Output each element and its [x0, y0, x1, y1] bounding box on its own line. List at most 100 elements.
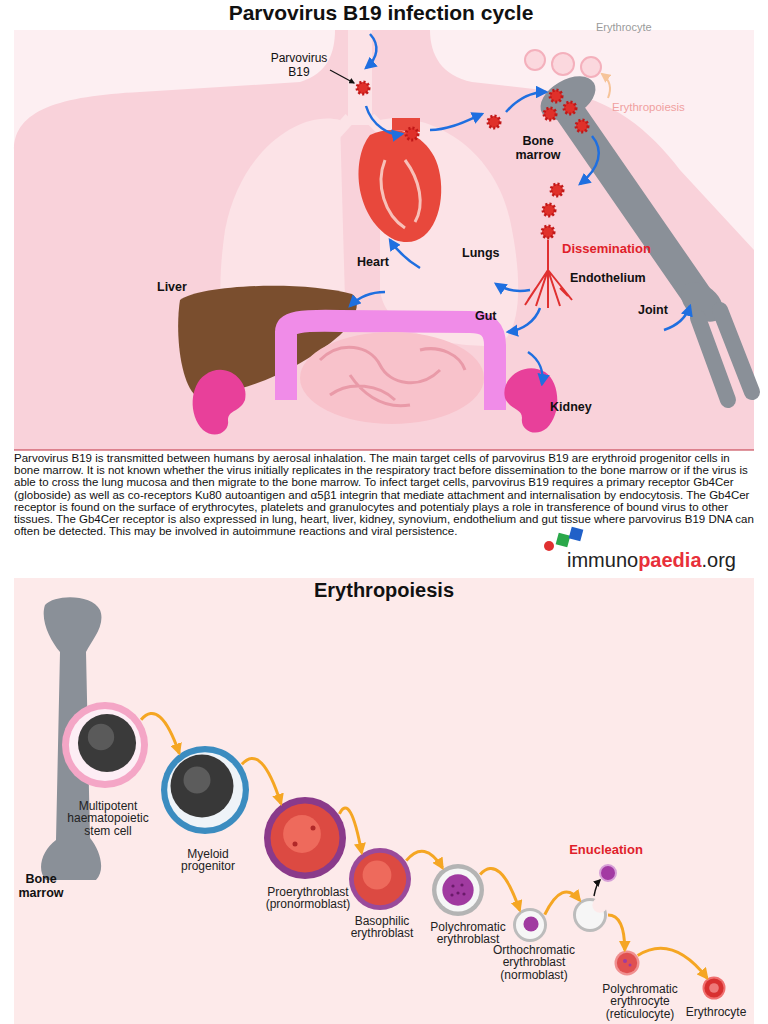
- cell-membrane: [703, 977, 726, 1000]
- cell-shape: [702, 976, 726, 1000]
- flow-arrows: [350, 34, 690, 384]
- cell-label: Myeloid progenitor: [172, 848, 244, 873]
- cell-node: Polychromatic erythrocyte (reticulocyte): [614, 950, 640, 976]
- forearm-bone: [720, 310, 752, 392]
- erythrocyte-shape: [525, 50, 545, 70]
- cell-nucleus: [283, 815, 321, 853]
- cell-cytoplasm: [436, 868, 479, 911]
- nucleus-highlight: [88, 724, 114, 750]
- cell-label: Enucleation: [561, 844, 651, 856]
- cell-node: Polychromatic erythroblast: [431, 863, 485, 917]
- cell-label: Proerythroblast (pronormoblast): [255, 886, 361, 911]
- intestine-loops: [320, 347, 465, 406]
- flow-arrow: [480, 868, 520, 910]
- cell-node: Erythrocyte: [702, 976, 726, 1000]
- chromatin-dot: [451, 884, 454, 887]
- cell-shape: [61, 701, 149, 789]
- chromatin-dot: [460, 883, 463, 886]
- part-label: Erythropoiesis: [612, 101, 702, 114]
- chromatin-dot: [450, 893, 453, 896]
- enucleation-notch: [592, 898, 607, 913]
- part-label: Gut: [475, 309, 515, 323]
- erythrocyte-shape: [552, 53, 574, 75]
- cell-center: [709, 983, 719, 993]
- reticulum-dot: [629, 964, 632, 967]
- cell-membrane: [432, 864, 484, 916]
- heart-detail: [381, 160, 420, 228]
- flow-arrow: [242, 758, 281, 803]
- watermark-text: .org: [702, 549, 736, 571]
- chromatin-dot: [462, 892, 465, 895]
- cell-cytoplasm: [271, 804, 340, 873]
- part-label: Heart: [357, 255, 417, 269]
- flow-arrow: [406, 851, 442, 868]
- body-silhouette: [14, 30, 754, 450]
- expelled-nucleus: [600, 865, 616, 881]
- marrow-bone: [41, 597, 101, 880]
- left-kidney: [193, 370, 246, 435]
- cell-node: Proerythroblast (pronormoblast): [263, 796, 347, 880]
- flow-arrow: [638, 948, 707, 978]
- watermark-text: paedia: [638, 549, 701, 571]
- chromatin-dot: [456, 891, 459, 894]
- caption-text: Parvovirus B19 is transmitted between hu…: [14, 452, 756, 537]
- arm-bone: [565, 105, 700, 300]
- stage-band: ErythropoiesisMultipotent haematopoietic…: [14, 578, 754, 1024]
- cell-cytoplasm: [516, 911, 544, 939]
- cell-shape: [160, 745, 250, 835]
- part-label: Parvovirus B19: [264, 52, 334, 80]
- erythropoiesis-arrow: [602, 74, 610, 98]
- cell-nucleus: [523, 916, 538, 931]
- cell-label: Polychromatic erythroblast: [422, 921, 514, 946]
- logo-mark: [544, 527, 583, 551]
- cell-shape: [348, 847, 412, 911]
- cell-membrane: [161, 746, 249, 834]
- bone-head: [533, 67, 603, 128]
- band-heading: Erythropoiesis: [14, 579, 754, 602]
- reticulum-dot: [623, 959, 627, 963]
- cell-node: Multipotent haematopoietic stem cell: [61, 701, 149, 789]
- pointer-line: [330, 70, 354, 83]
- cell-nucleus: [442, 874, 473, 905]
- virus-particles: [357, 82, 588, 238]
- nucleus-highlight: [184, 767, 211, 794]
- separator-line: [14, 450, 754, 451]
- cell-nucleus: [363, 861, 392, 890]
- erythrocyte-shape: [581, 57, 601, 77]
- nucleolus: [311, 826, 316, 831]
- part-label: Dissemination: [562, 242, 672, 257]
- cell-label: Polychromatic erythrocyte (reticulocyte): [590, 983, 690, 1020]
- part-label: Erythrocyte: [596, 21, 676, 34]
- cell-shape: [512, 907, 548, 943]
- cell-shape: [572, 897, 608, 933]
- watermark-row: immunopaedia.org: [567, 549, 736, 572]
- cell-label: Orthochromatic erythroblast (normoblast): [479, 944, 589, 981]
- cell-label: Multipotent haematopoietic stem cell: [58, 800, 158, 837]
- flow-arrow: [608, 915, 625, 950]
- cell-label: Erythrocyte: [671, 1006, 761, 1018]
- cell-shape: [431, 863, 485, 917]
- cell-shape: [614, 950, 640, 976]
- cell-cytoplasm: [354, 853, 406, 905]
- enucleation-arrow: [594, 880, 600, 896]
- small-intestine: [300, 332, 484, 424]
- cell-membrane: [62, 702, 148, 788]
- nucleolus: [293, 842, 298, 847]
- cell-nucleus: [78, 714, 136, 772]
- part-label: Kidney: [550, 400, 610, 414]
- flow-arrow: [545, 892, 580, 915]
- flow-arrow: [141, 714, 179, 754]
- cell-nucleus: [171, 755, 234, 818]
- background-panel: [14, 30, 754, 450]
- part-label: Bone marrow: [512, 134, 564, 163]
- part-label: Lungs: [462, 246, 522, 260]
- cell-shape: [263, 796, 347, 880]
- cell-label: Basophilic erythroblast: [341, 915, 423, 940]
- part-label: Joint: [638, 303, 688, 317]
- cell-node: Myeloid progenitor: [160, 745, 250, 835]
- cell-node: Basophilic erythroblast: [348, 847, 412, 911]
- heart-shape: [359, 130, 442, 242]
- cell-membrane: [573, 898, 607, 932]
- cell-cytoplasm: [167, 752, 243, 828]
